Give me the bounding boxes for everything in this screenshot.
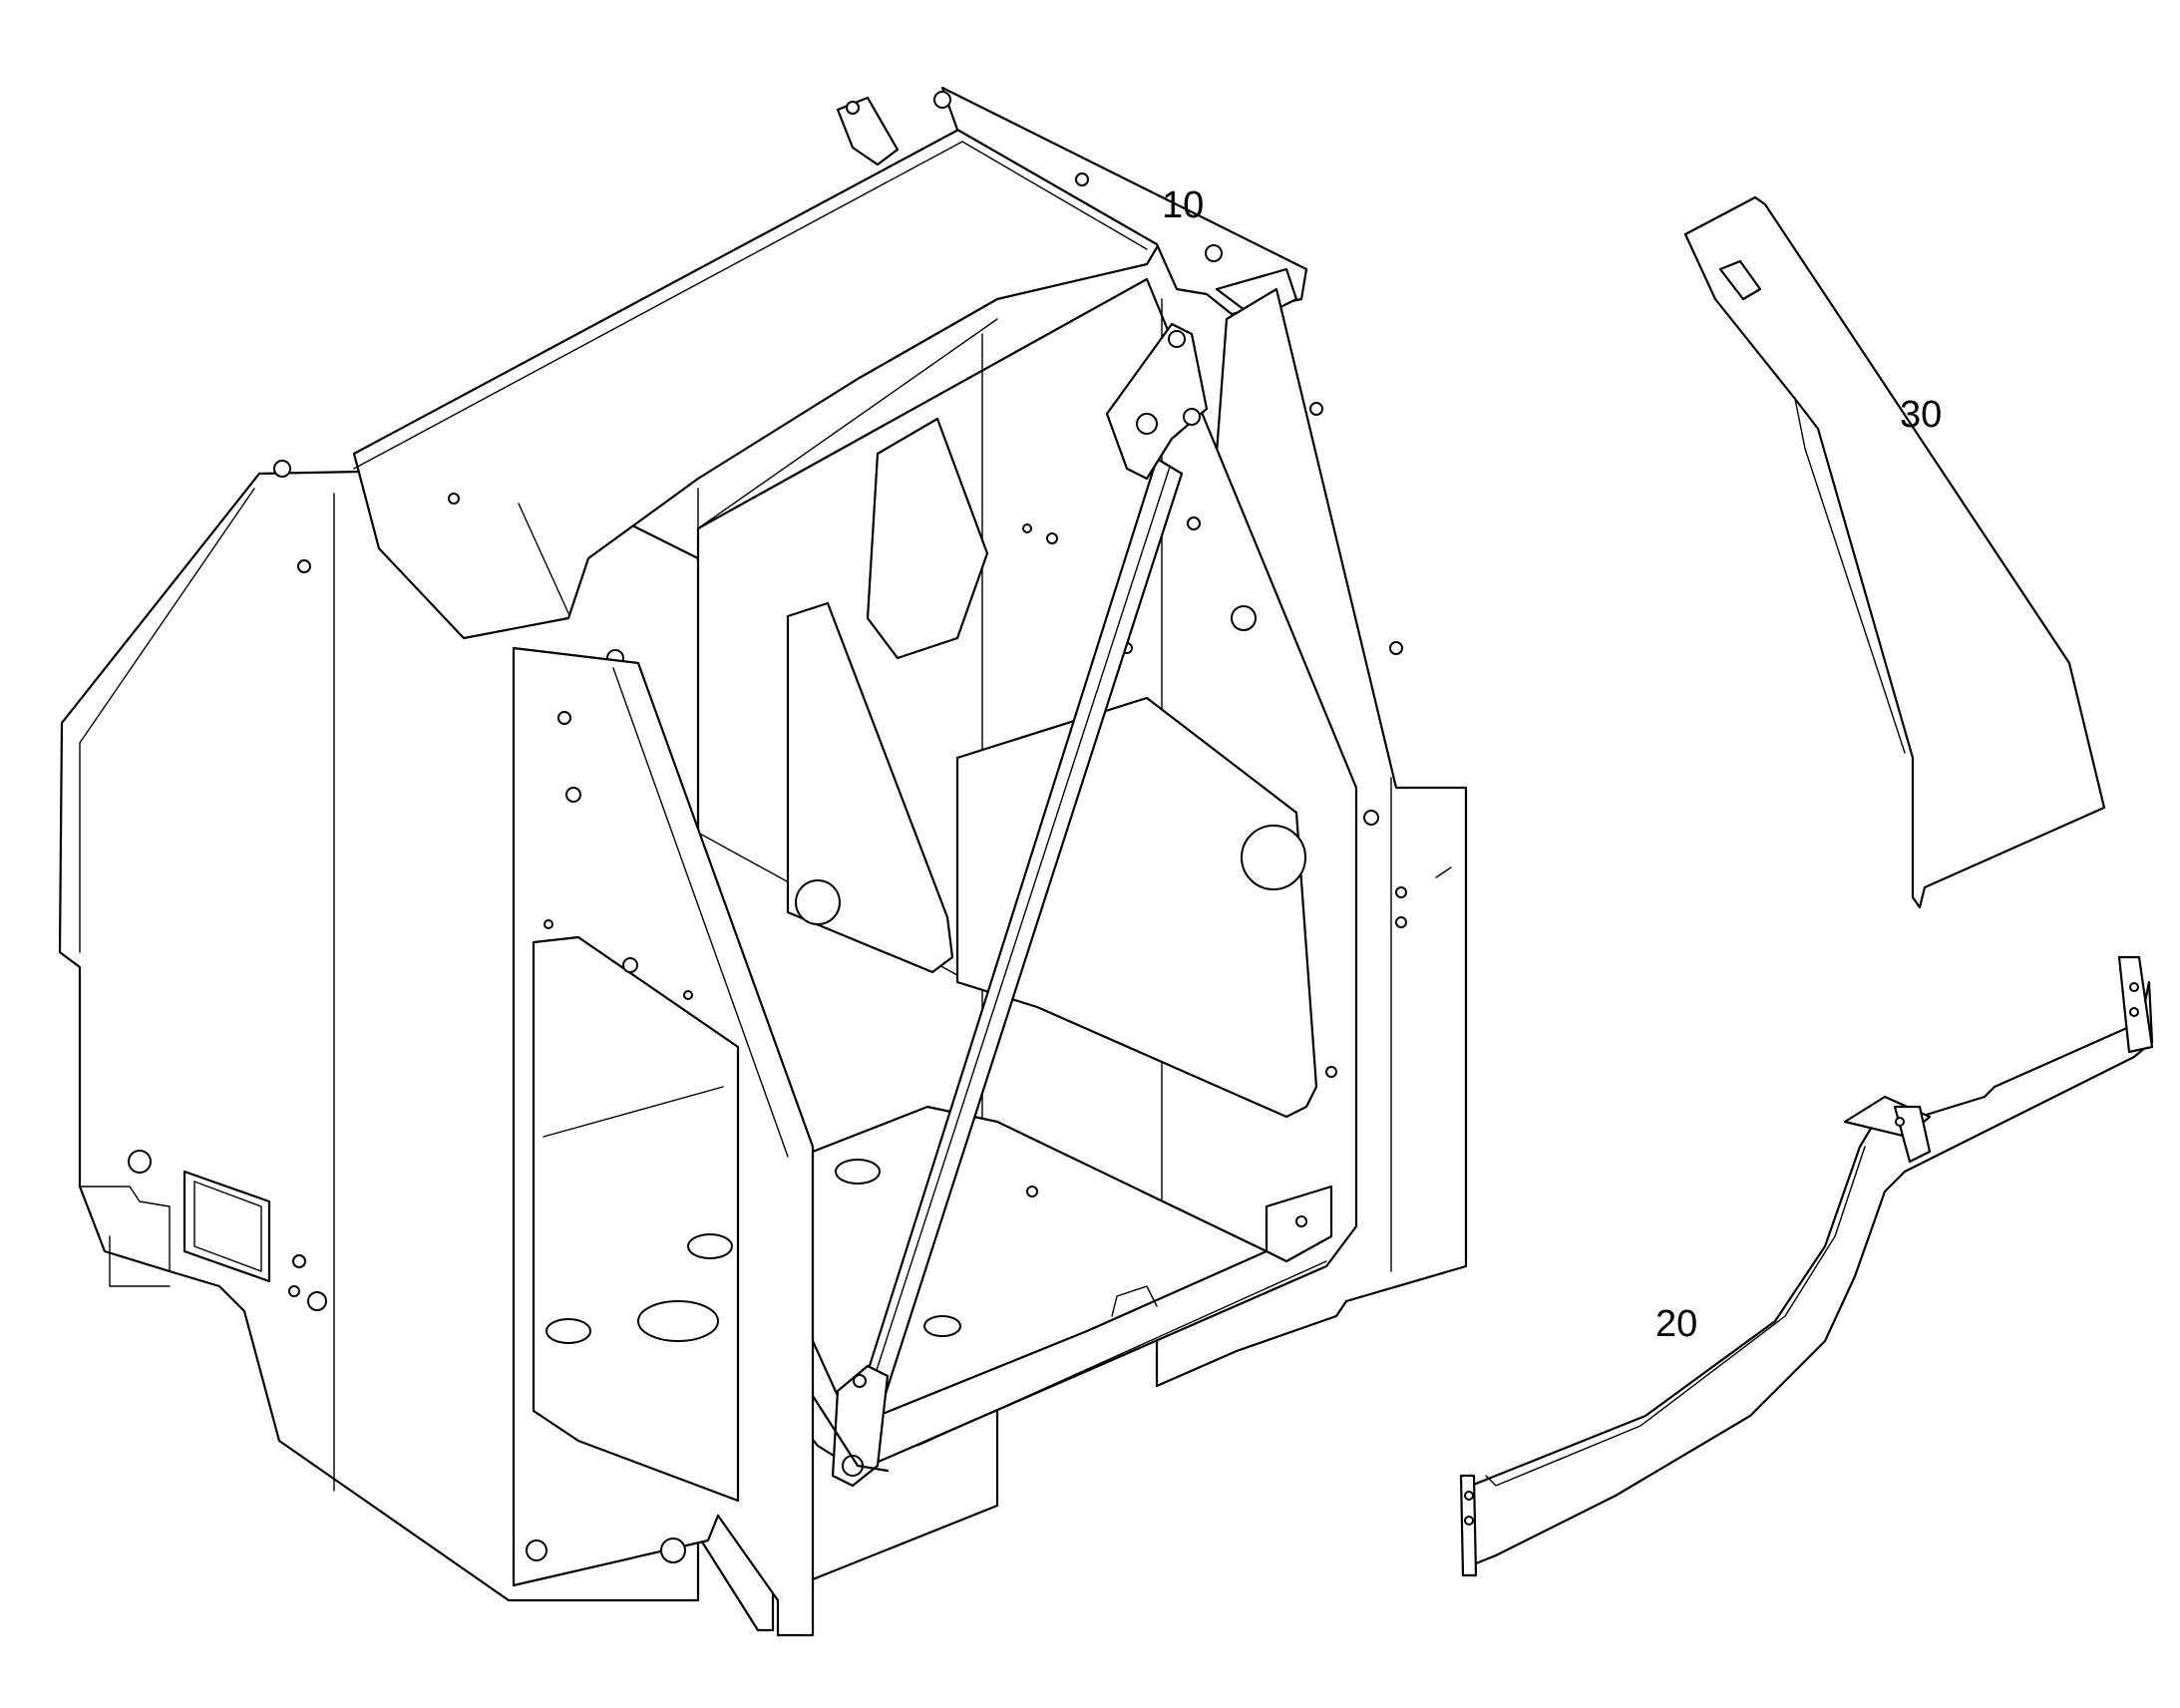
side-panel-window: [182, 1170, 271, 1283]
main-frame-assembly: [58, 86, 1468, 1637]
callout-10: 10: [1162, 184, 1204, 226]
callout-20: 20: [1655, 1303, 1697, 1345]
lower-bracket-part: [1459, 955, 2154, 1577]
upper-bracket-plate: [1683, 195, 2106, 909]
callout-30: 30: [1900, 394, 1942, 436]
upper-bracket-part: [1683, 195, 2106, 909]
